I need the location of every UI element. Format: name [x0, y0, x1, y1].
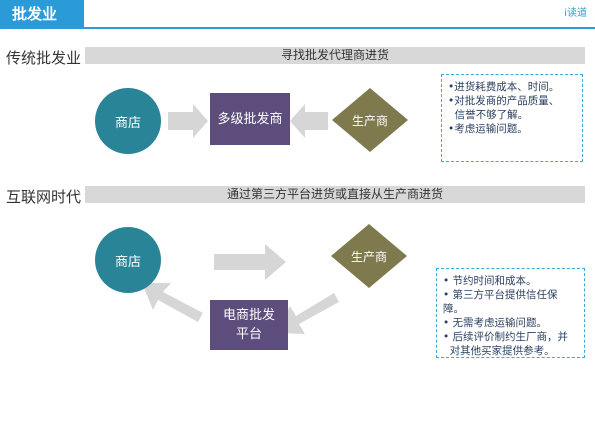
traditional-wholesaler-node: 多级批发商: [210, 93, 290, 145]
internet-section-label: 互联网时代: [6, 188, 82, 206]
internet-producer-label: 生产商: [350, 249, 387, 264]
traditional-note-item: 信誉不够了解。: [448, 109, 529, 121]
traditional-section-bar: 寻找批发代理商进货: [85, 47, 585, 64]
traditional-producer-node: 生产商: [332, 88, 408, 152]
internet-section-bar: 通过第三方平台进货或直接从生产商进货: [85, 186, 585, 203]
internet-store-label: 商店: [114, 254, 141, 270]
internet-note-item: • 无需考虑运输问题。: [443, 317, 548, 329]
internet-arrow-platform-store: [142, 283, 203, 322]
page-title: 批发业: [0, 0, 84, 28]
internet-note-item: • 后续评价制约生厂商，并: [443, 331, 569, 343]
traditional-wholesaler-label: 多级批发商: [217, 111, 283, 127]
internet-platform-label-line2: 平台: [235, 327, 262, 342]
internet-note-item: • 节约时间和成本。: [443, 275, 537, 287]
internet-note-item: 对其他买家提供参考。: [443, 345, 555, 357]
traditional-note-item: •进货耗费成本、时间。: [448, 81, 560, 93]
internet-notes: • 节约时间和成本。 • 第三方平台提供信任保障。 • 无需考虑运输问题。 • …: [436, 268, 585, 358]
internet-note-item: • 第三方平台提供信任保障。: [443, 289, 558, 315]
internet-platform-label-line1: 电商批发: [222, 308, 275, 323]
traditional-note-item: •对批发商的产品质量、: [448, 95, 560, 107]
internet-platform-node: 电商批发 平台: [210, 300, 288, 350]
traditional-section-label: 传统批发业: [6, 49, 82, 67]
brand-logo: i读道: [564, 8, 587, 19]
traditional-store-label: 商店: [114, 115, 141, 131]
internet-store-node: 商店: [95, 227, 161, 293]
internet-arrow-store-producer: [214, 244, 286, 280]
traditional-producer-label: 生产商: [351, 113, 388, 128]
title-underline: [0, 27, 595, 29]
traditional-note-item: •考虑运输问题。: [448, 123, 528, 135]
traditional-arrow-producer: [290, 104, 328, 138]
internet-producer-node: 生产商: [331, 224, 407, 288]
traditional-arrow-store: [168, 104, 208, 138]
traditional-store-node: 商店: [95, 88, 161, 154]
traditional-notes: •进货耗费成本、时间。 •对批发商的产品质量、 信誉不够了解。 •考虑运输问题。: [441, 74, 583, 162]
